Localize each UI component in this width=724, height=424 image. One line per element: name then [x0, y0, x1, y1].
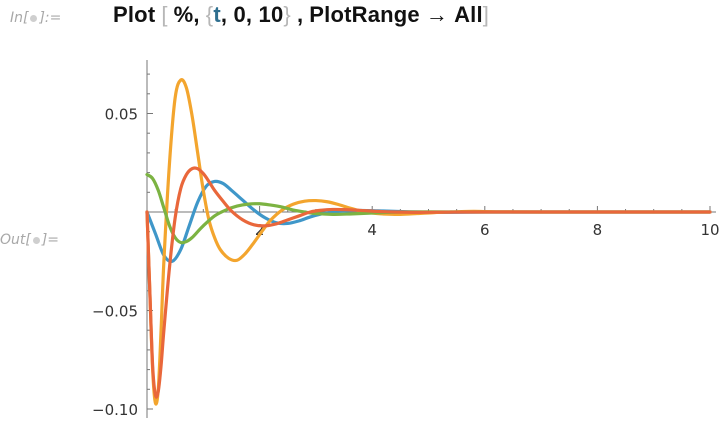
open-bracket: [: [161, 2, 168, 27]
x-tick-label: 8: [593, 221, 603, 239]
input-prompt-suffix: ]:=: [39, 10, 62, 26]
series-line-green: [145, 172, 712, 245]
rule-arrow: →: [425, 2, 449, 27]
input-expression[interactable]: Plot[%,{t, 0, 10},PlotRange→All]: [113, 2, 489, 28]
function-name: Plot: [113, 2, 156, 27]
y-tick-label: −0.05: [92, 303, 138, 321]
x-tick-label: 6: [480, 221, 490, 239]
x-tick-label: 4: [367, 221, 377, 239]
y-tick-label: −0.10: [92, 401, 138, 419]
cell-number-placeholder-icon: [30, 14, 38, 22]
output-cell-label: Out[ ]=: [0, 232, 59, 248]
output-prompt-suffix: ]=: [41, 232, 60, 248]
option-comma: ,: [296, 2, 304, 27]
option-name: PlotRange: [309, 2, 420, 27]
plot-curves: [145, 78, 712, 406]
close-brace: }: [283, 2, 291, 27]
close-bracket: ]: [482, 2, 490, 27]
variable-t: t: [213, 2, 221, 27]
x-tick-label: 10: [700, 221, 719, 239]
y-tick-label: 0.05: [105, 106, 138, 124]
x-tick-label: 2: [255, 221, 265, 239]
output-prompt-prefix: Out[: [0, 232, 31, 248]
series-line-blue: [145, 179, 712, 264]
range-arguments: , 0, 10: [220, 2, 284, 27]
series-line-red: [145, 166, 712, 399]
option-value: All: [454, 2, 483, 27]
cell-number-placeholder-icon: [32, 236, 40, 244]
percent-argument: %,: [173, 2, 200, 27]
input-cell-label: In[ ]:=: [10, 10, 61, 26]
input-prompt-prefix: In[: [10, 10, 29, 26]
open-brace: {: [205, 2, 214, 27]
series-line-orange: [145, 78, 712, 406]
